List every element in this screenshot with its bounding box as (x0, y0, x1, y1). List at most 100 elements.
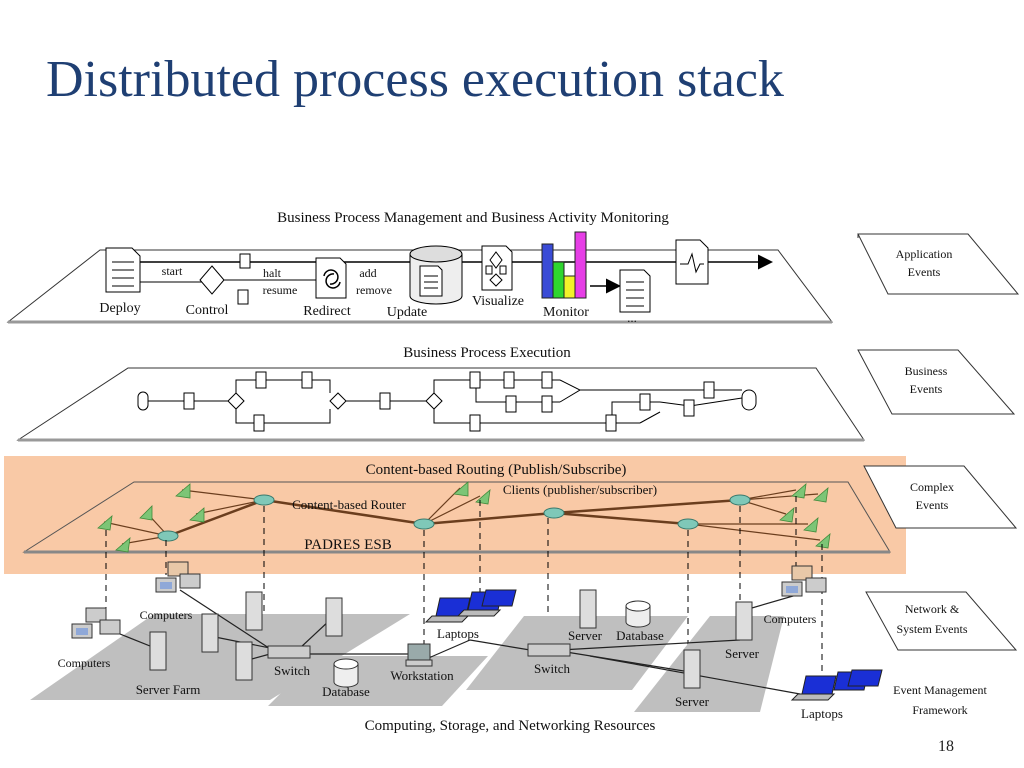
switch-icon-2 (527, 643, 571, 657)
process-task (183, 392, 195, 410)
client-node (175, 483, 191, 499)
halt-label: halt (263, 266, 282, 280)
client-node (803, 517, 819, 533)
switch-label-2: Switch (534, 661, 571, 676)
server-label-3: Server (675, 694, 710, 709)
process-task (703, 381, 715, 399)
svg-text:Complex: Complex (910, 480, 954, 494)
update-label: Update (387, 305, 427, 320)
page-number: 18 (938, 738, 954, 755)
resource-platform-mid (466, 616, 688, 690)
process-task (605, 414, 617, 432)
complex-events-box: Complex Events (863, 465, 1018, 529)
process-task (639, 393, 651, 411)
deploy-label: Deploy (99, 301, 140, 316)
framework-label-line-1: Event Management (893, 683, 987, 697)
svg-text:Network &: Network & (905, 602, 960, 616)
client-node (139, 505, 153, 521)
framework-label-line-2: Framework (912, 703, 967, 717)
monitor-chart-icon (541, 231, 587, 299)
database-label-1: Database (322, 684, 370, 699)
report-document-icon (619, 269, 651, 313)
application-events-box: Application Events (857, 233, 1020, 295)
svg-text:Events: Events (916, 498, 949, 512)
resume-task-icon (237, 289, 249, 305)
control-gateway-icon (199, 265, 225, 295)
process-task (255, 371, 267, 389)
database-icon (333, 658, 359, 688)
client-node (453, 481, 469, 497)
remove-label: remove (356, 283, 392, 297)
laptops-icon-2 (790, 669, 883, 701)
monitor-label: Monitor (543, 305, 589, 320)
server-icon (149, 631, 167, 671)
server-icon (201, 613, 219, 653)
resources-layer-heading: Computing, Storage, and Networking Resou… (365, 718, 656, 734)
business-events-box: Business Events (857, 349, 1016, 415)
server-label-2: Server (725, 646, 760, 661)
routing-layer-heading: Content-based Routing (Publish/Subscribe… (366, 462, 627, 478)
laptops-label-2: Laptops (801, 706, 843, 721)
router-node (253, 494, 275, 506)
client-node (779, 507, 795, 523)
application-layer-heading: Business Process Management and Business… (277, 210, 669, 226)
server-icon (683, 649, 701, 689)
process-layer: Business Process Execution (16, 345, 865, 442)
server-icons (149, 589, 753, 689)
layer-connectors (105, 496, 823, 676)
process-layer-heading: Business Process Execution (403, 345, 571, 361)
computers-icon-2 (155, 561, 201, 593)
process-task (469, 414, 481, 432)
laptops-label-1: Laptops (437, 626, 479, 641)
router-label: Content-based Router (292, 497, 406, 512)
server-farm-label: Server Farm (136, 682, 201, 697)
database-icon-2 (625, 600, 651, 628)
client-node (813, 487, 829, 503)
computers-label-1: Computers (140, 608, 193, 622)
server-icon (325, 597, 343, 637)
join-gateway-icon (329, 392, 347, 410)
network-events-box: Network & System Events (865, 591, 1018, 651)
visualize-icon (481, 245, 513, 291)
switch-icon (267, 645, 311, 659)
slide-title: Distributed process execution stack (46, 51, 784, 108)
add-label: add (359, 266, 376, 280)
end-event-icon (741, 389, 757, 411)
database-label-2: Database (616, 628, 664, 643)
router-node (543, 507, 565, 519)
computers-icon-1 (71, 607, 121, 639)
process-task (541, 395, 553, 413)
resource-platform-db (268, 656, 488, 706)
start-label: start (162, 264, 183, 278)
ellipsis-label: ... (627, 310, 637, 325)
process-task (683, 399, 695, 417)
svg-text:Events: Events (910, 382, 943, 396)
router-node (157, 530, 179, 542)
router-node (677, 518, 699, 530)
clients-label: Clients (publisher/subscriber) (503, 482, 657, 497)
waveform-document-icon (675, 239, 709, 285)
side-events: Application Events Business Events Compl… (857, 233, 1020, 717)
update-database-icon (409, 245, 463, 305)
resources-layer: Computers Computers Computers Server Far… (30, 561, 883, 734)
server-icon (235, 641, 253, 681)
workstation-label: Workstation (390, 668, 454, 683)
process-task (379, 392, 391, 410)
client-node (115, 537, 131, 553)
process-task (503, 371, 515, 389)
process-task (541, 371, 553, 389)
server-icon (579, 589, 597, 629)
redirect-icon (315, 257, 347, 299)
visualize-label: Visualize (472, 294, 524, 309)
routing-layer: Content-based Routing (Publish/Subscribe… (22, 462, 891, 554)
halt-task-icon (239, 253, 251, 269)
computers-icon-3 (781, 565, 827, 597)
esb-label: PADRES ESB (304, 537, 391, 553)
resume-label: resume (263, 283, 298, 297)
workstation-icon (405, 643, 433, 667)
router-node (729, 494, 751, 506)
computers-label-3: Computers (764, 612, 817, 626)
switch-label-1: Switch (274, 663, 311, 678)
